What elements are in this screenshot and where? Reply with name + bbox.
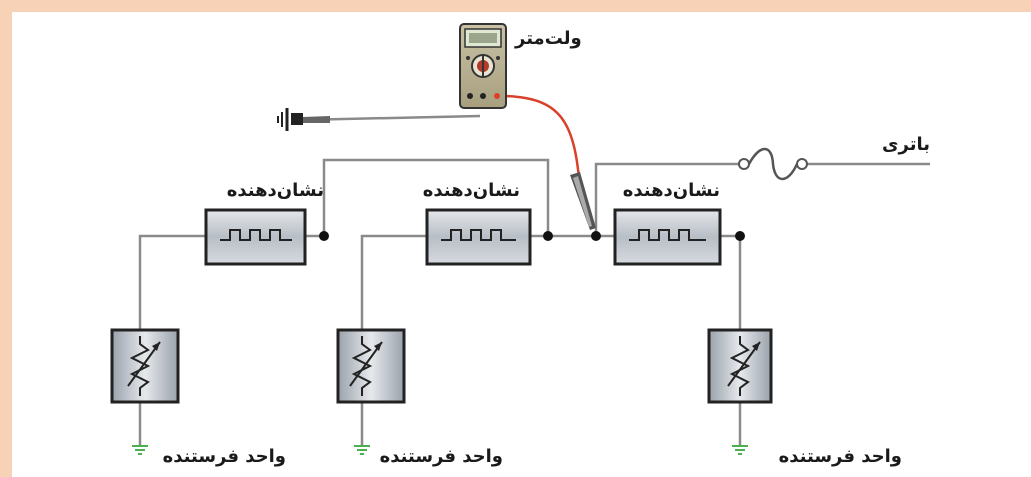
fuse-icon	[738, 147, 808, 181]
variable-resistor-icon	[129, 336, 151, 396]
sender-3	[707, 328, 773, 404]
indicator-3	[613, 208, 722, 266]
ground-icon	[354, 445, 370, 455]
sender-1	[110, 328, 180, 404]
ground-icon	[732, 445, 748, 455]
gauge-coil-icon	[441, 229, 516, 241]
sender-label-1: واحد فرستنده	[163, 446, 286, 467]
indicator-label-2: نشان‌دهنده	[423, 180, 520, 201]
variable-resistor-icon	[351, 336, 373, 396]
indicator-1	[204, 208, 307, 266]
sender-label-3: واحد فرستنده	[779, 446, 902, 467]
indicator-label-3: نشان‌دهنده	[623, 180, 720, 201]
sender-2	[336, 328, 406, 404]
variable-resistor-icon	[729, 336, 751, 396]
sender-label-2: واحد فرستنده	[380, 446, 503, 467]
probe-tip-icon	[570, 172, 596, 230]
ground-clip-icon	[277, 108, 330, 131]
fuse-to-node-wire	[594, 162, 740, 236]
voltmeter-icon	[459, 23, 507, 109]
ground-icon	[132, 445, 148, 455]
indicator-2	[425, 208, 532, 266]
battery-label: باتری	[882, 134, 930, 155]
junction-dots	[319, 231, 745, 241]
wires	[138, 114, 930, 446]
indicator-label-1: نشان‌دهنده	[227, 180, 324, 201]
gauge-coil-icon	[220, 229, 292, 241]
voltmeter-label: ولت‌متر	[514, 28, 582, 49]
gauge-coil-icon	[629, 229, 706, 241]
